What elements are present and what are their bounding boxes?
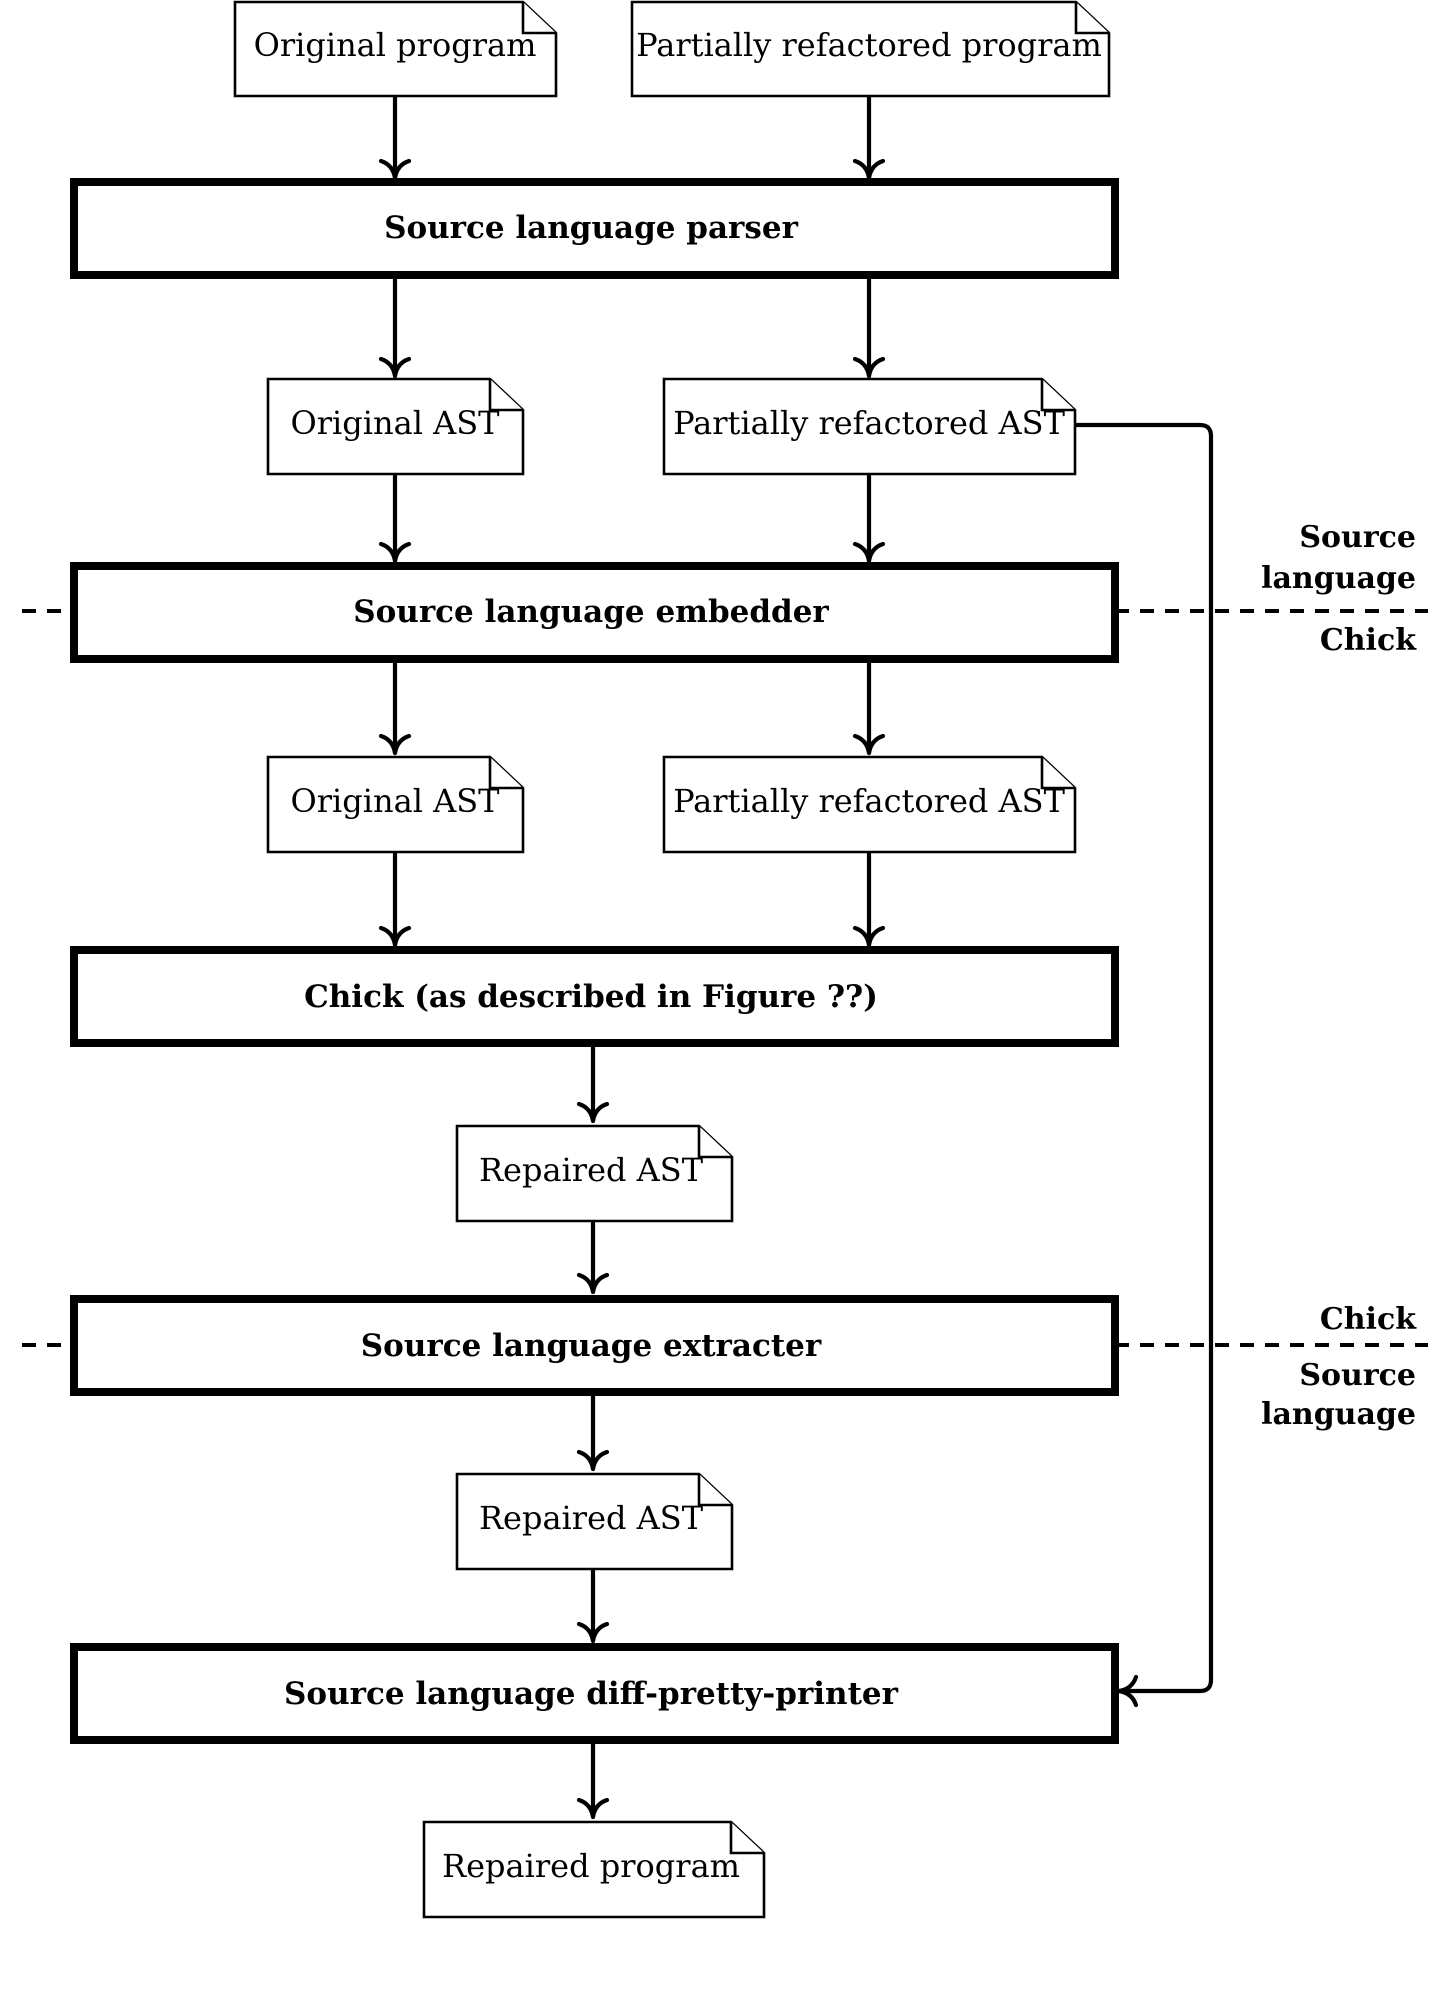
original-ast-doc-1: Original AST	[266, 377, 525, 476]
repaired-ast-doc-2: Repaired AST	[455, 1472, 734, 1571]
partially-refactored-ast-label-1: Partially refactored AST	[673, 404, 1065, 442]
original-ast-label-1: Original AST	[291, 404, 501, 442]
partially-refactored-program-doc: Partially refactored program	[630, 0, 1111, 98]
extracter-below-label-line-2: language	[1261, 1397, 1416, 1432]
original-program-doc: Original program	[233, 0, 558, 98]
source-language-diff-pretty-printer: Source language diff-pretty-printer	[70, 1643, 1119, 1744]
original-program-label: Original program	[254, 26, 537, 64]
partially-refactored-ast-doc-1: Partially refactored AST	[662, 377, 1077, 476]
source-language-parser: Source language parser	[70, 178, 1119, 279]
flow-arrows	[392, 96, 1214, 1816]
embedder-below-label: Chick	[1320, 623, 1417, 658]
repaired-ast-label-2: Repaired AST	[479, 1499, 704, 1537]
repaired-program-doc: Repaired program	[422, 1820, 766, 1919]
source-language-embedder-label: Source language embedder	[353, 594, 829, 630]
partially-refactored-ast-label-2: Partially refactored AST	[673, 782, 1065, 820]
extracter-below-label-line-1: Source	[1299, 1358, 1416, 1393]
source-language-embedder: Source language embedder	[70, 562, 1119, 663]
embedder-above-label-line-1: Source	[1299, 520, 1416, 555]
repaired-ast-label-1: Repaired AST	[479, 1151, 704, 1189]
source-language-parser-label: Source language parser	[384, 210, 798, 246]
chick-process: Chick (as described in Figure ??)	[70, 946, 1119, 1047]
arrow-heads	[378, 158, 1139, 1820]
source-language-extracter-label: Source language extracter	[361, 1328, 822, 1364]
repaired-ast-doc-1: Repaired AST	[455, 1124, 734, 1223]
partially-refactored-ast-doc-2: Partially refactored AST	[662, 755, 1077, 854]
extracter-above-label: Chick	[1320, 1302, 1417, 1337]
source-language-diff-pretty-printer-label: Source language diff-pretty-printer	[284, 1676, 899, 1712]
repaired-program-label: Repaired program	[442, 1847, 740, 1885]
source-language-extracter: Source language extracter	[70, 1295, 1119, 1396]
embedder-above-label-line-2: language	[1261, 561, 1416, 596]
original-ast-doc-2: Original AST	[266, 755, 525, 854]
partially-refactored-program-label: Partially refactored program	[636, 26, 1102, 64]
chick-process-label: Chick (as described in Figure ??)	[304, 979, 878, 1015]
original-ast-label-2: Original AST	[291, 782, 501, 820]
bypass-connector	[1075, 422, 1214, 1694]
